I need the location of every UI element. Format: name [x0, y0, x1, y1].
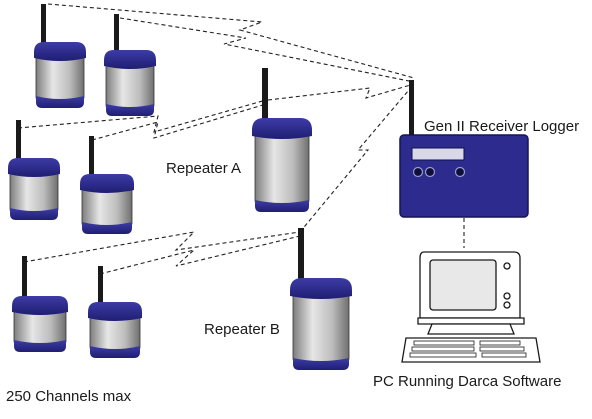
wireless-transmitter-icon — [8, 120, 60, 220]
receiver-label: Gen II Receiver Logger — [424, 118, 580, 135]
link-repeaterA-receiver — [267, 83, 415, 101]
link-t5-repeaterB — [23, 231, 301, 263]
repeater-b-label: Repeater B — [204, 321, 280, 338]
link-t4-repeaterA — [91, 103, 267, 141]
wireless-transmitter-icon — [88, 266, 142, 358]
repeater-a — [252, 68, 312, 212]
repeater-a-label: Repeater A — [166, 160, 242, 177]
wireless-transmitter-icon — [104, 14, 156, 116]
radio-links — [17, 3, 465, 275]
link-t2-receiver — [119, 17, 415, 83]
transmitter-group-top — [34, 4, 156, 116]
repeater-b-antenna — [298, 228, 304, 280]
receiver-display — [411, 147, 465, 161]
receiver-knob-icon — [424, 166, 436, 178]
link-t3-repeaterA — [17, 99, 267, 133]
link-repeaterB-receiver — [299, 83, 415, 233]
transmitter-group-middle — [8, 120, 134, 234]
repeater-a-antenna — [262, 68, 268, 122]
receiver-logger-icon — [399, 80, 529, 218]
desktop-computer-icon — [401, 251, 541, 363]
receiver-knob-icon — [454, 166, 466, 178]
link-t1-receiver — [47, 3, 415, 79]
channels-label: 250 Channels max — [6, 388, 132, 405]
receiver-knob-icon — [412, 166, 424, 178]
wireless-transmitter-icon — [34, 4, 86, 108]
link-t6-repeaterB — [99, 235, 301, 275]
wireless-transmitter-icon — [12, 256, 68, 352]
receiver-antenna — [409, 80, 414, 136]
transmitter-group-bottom — [12, 256, 142, 358]
pc-label: PC Running Darca Software — [373, 373, 562, 390]
repeater-b — [290, 228, 352, 370]
wireless-transmitter-icon — [80, 136, 134, 234]
